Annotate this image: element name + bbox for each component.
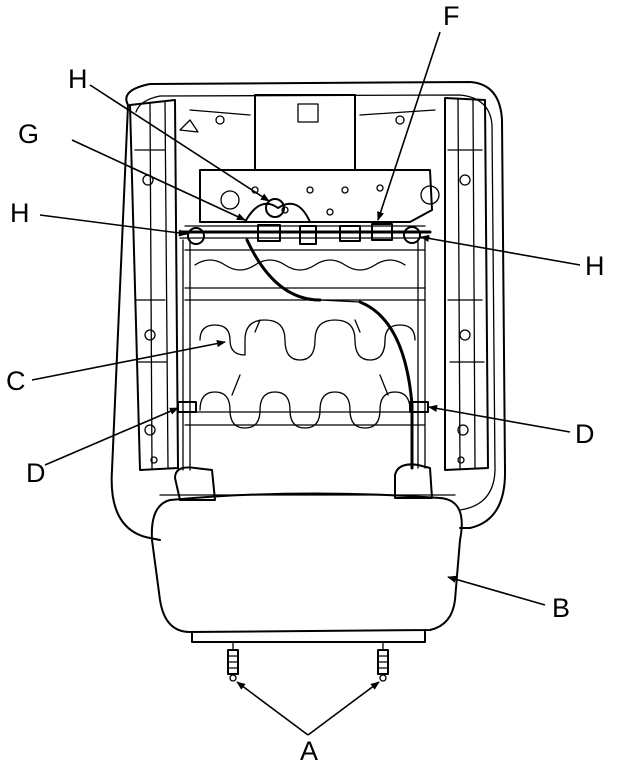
retaining-clips — [177, 401, 429, 413]
callout-c: C — [6, 366, 26, 396]
mounting-screws — [227, 641, 389, 682]
callout-d-left: D — [26, 458, 46, 488]
wire-harness — [178, 202, 432, 471]
leader-lines — [31, 31, 581, 736]
callout-g: G — [18, 119, 39, 149]
h-pins — [187, 198, 421, 245]
callout-h-top: H — [68, 64, 88, 94]
callout-b: B — [552, 593, 570, 623]
spring-mat — [184, 249, 426, 429]
callout-d-right: D — [575, 419, 595, 449]
callout-a: A — [300, 736, 318, 766]
seat-frame — [110, 81, 507, 541]
front-cushion — [150, 463, 463, 643]
callout-h-left: H — [10, 198, 30, 228]
callout-f: F — [443, 1, 460, 31]
callout-h-right: H — [585, 251, 605, 281]
callout-labels: H G H F H C D D B A — [6, 1, 605, 766]
